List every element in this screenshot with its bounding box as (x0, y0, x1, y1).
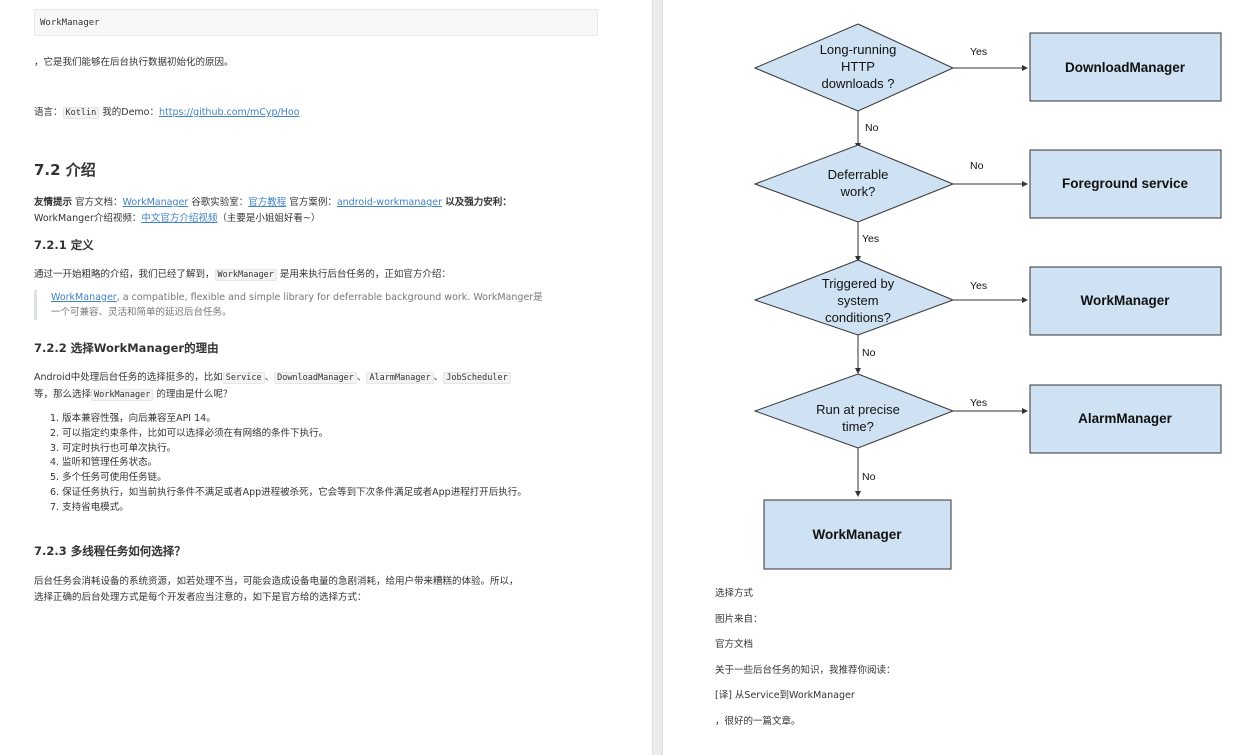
paragraph-init-reason: ，它是我们能够在后台执行数据初始化的原因。 (34, 57, 234, 68)
video-link[interactable]: 中文官方介绍视频 (141, 213, 218, 224)
edge-label-no-3: No (862, 347, 876, 359)
caption-image-source: 图片来自： (715, 614, 763, 625)
box-downloadmanager (1029, 32, 1222, 102)
edge-label-yes-1: Yes (970, 46, 987, 58)
b1-label: DownloadManager (1065, 60, 1186, 75)
language-label: 语言： (34, 107, 63, 118)
d1-line-1: Long-running (820, 42, 897, 57)
lab-link[interactable]: 官方教程 (248, 197, 287, 208)
definition-code: WorkManager (214, 269, 277, 281)
box-foreground-service (1029, 149, 1222, 219)
video-label: WorkManger介绍视频： (34, 213, 142, 224)
code-downloadmanager: DownloadManager (274, 372, 357, 384)
decision-diamond-precise-time (753, 373, 955, 449)
decision-diamond-deferrable (753, 144, 955, 223)
code-block: WorkManager (34, 9, 598, 36)
flowchart-diagram: Long-running HTTP downloads ? Deferrable… (753, 23, 1222, 570)
left-page: WorkManager ，它是我们能够在后台执行数据初始化的原因。 语言：Kot… (34, 9, 598, 603)
b3-label: WorkManager (1080, 293, 1170, 308)
code-alarmmanager: AlarmManager (366, 372, 434, 384)
definition-text-a: 通过一开始粗略的介绍，我们已经了解到， (34, 269, 215, 280)
demo-link[interactable]: https://github.com/mCyp/Hoo (158, 107, 300, 118)
caption-choice-method: 选择方式 (715, 588, 754, 599)
doc-link[interactable]: WorkManager (122, 197, 189, 208)
d3-line-3: conditions? (825, 310, 891, 325)
decision-diamond-long-running (753, 23, 955, 112)
quote-link[interactable]: WorkManager (51, 292, 117, 303)
b2-label: Foreground service (1062, 176, 1189, 191)
list-item: 6. 保证任务执行，如当前执行条件不满足或者App进程被杀死，它会等到下次条件满… (50, 486, 527, 498)
box-workmanager-final (763, 499, 952, 570)
definition-paragraph: 通过一开始粗略的介绍，我们已经了解到，WorkManager 是用来执行后台任务… (34, 266, 451, 281)
edge-label-yes-2: Yes (862, 233, 879, 245)
blockquote: WorkManager, a compatible, flexible and … (34, 290, 594, 320)
reason-sep-3: 、 (433, 372, 444, 383)
code-workmanager: WorkManager (91, 389, 154, 401)
box-alarmmanager (1029, 384, 1222, 454)
list-item: 7. 支持省电模式。 (50, 501, 129, 513)
reason-text-a: Android中处理后台任务的选择挺多的，比如 (34, 372, 223, 383)
d2-line-1: Deferrable (828, 167, 889, 182)
d3-line-1: Triggered by (822, 276, 895, 291)
d3-line-2: system (837, 293, 878, 308)
list-item: 5. 多个任务可使用任务链。 (50, 472, 167, 484)
reason-sep-1: 、 (264, 372, 275, 383)
code-jobscheduler: JobScheduler (443, 372, 511, 384)
definition-text-b: 是用来执行后台任务的，正如官方介绍： (276, 269, 451, 280)
box-workmanager (1029, 266, 1222, 336)
caption-article-title: [译] 从Service到WorkManager (715, 690, 855, 701)
tips-line-2: WorkManger介绍视频：中文官方介绍视频（主要是小姐姐好看~） (34, 210, 320, 224)
tips-label: 友情提示 (34, 197, 73, 208)
case-label: 官方案例： (286, 197, 337, 208)
language-code: Kotlin (62, 107, 100, 119)
section-heading-7-2-1: 7.2.1 定义 (34, 238, 94, 252)
edge-label-yes-3: Yes (970, 280, 987, 292)
caption-good-article: ，很好的一篇文章。 (715, 716, 801, 727)
section-heading-7-2-3: 7.2.3 多线程任务如何选择？ (34, 544, 186, 558)
d1-line-2: HTTP (841, 59, 875, 74)
d4-line-1: Run at precise (816, 402, 900, 417)
right-page: Long-running HTTP downloads ? Deferrable… (663, 0, 1255, 755)
edge-label-no-2: No (970, 160, 984, 172)
caption-recommend: 关于一些后台任务的知识，我推荐你阅读： (715, 665, 896, 676)
quote-line-1: WorkManager, a compatible, flexible and … (51, 290, 594, 305)
multi-paragraph-line-1: 后台任务会消耗设备的系统资源，如若处理不当，可能会造成设备电量的急剧消耗，给用户… (34, 576, 519, 587)
d1-line-3: downloads ? (822, 76, 895, 91)
recommend-label: 以及强力安利： (442, 197, 512, 208)
list-item: 2. 可以指定约束条件，比如可以选择必须在有网络的条件下执行。 (50, 427, 329, 439)
code-service: Service (222, 372, 265, 384)
demo-label: 我的Demo： (99, 107, 159, 118)
edge-label-no-4: No (862, 471, 876, 483)
quote-text: , a compatible, flexible and simple libr… (116, 292, 543, 303)
quote-line-2: 一个可兼容、灵活和简单的延迟后台任务。 (51, 307, 232, 318)
d2-line-2: work? (840, 184, 876, 199)
page-gutter (652, 0, 663, 755)
video-tail: （主要是小姐姐好看~） (217, 213, 321, 224)
edge-label-yes-4: Yes (970, 397, 987, 409)
section-heading-7-2-2: 7.2.2 选择WorkManager的理由 (34, 341, 219, 355)
reason-sep-2: 、 (356, 372, 367, 383)
d4-line-2: time? (842, 419, 874, 434)
list-item: 4. 监听和管理任务状态。 (50, 457, 158, 469)
language-line: 语言：Kotlin 我的Demo：https://github.com/mCyp… (34, 104, 300, 119)
decision-diamond-triggered (753, 259, 955, 336)
b5-label: WorkManager (812, 527, 902, 542)
reasons-list: 1. 版本兼容性强，向后兼容至API 14。 2. 可以指定约束条件，比如可以选… (50, 412, 527, 516)
multi-paragraph-line-2: 选择正确的后台处理方式是每个开发者应当注意的，如下是官方给的选择方式： (34, 592, 367, 603)
tips-line-1: 友情提示 官方文档：WorkManager 谷歌实验室：官方教程 官方案例：an… (34, 194, 512, 208)
list-item: 3. 可定时执行也可单次执行。 (50, 442, 177, 454)
doc-label: 官方文档： (72, 197, 123, 208)
list-item: 1. 版本兼容性强，向后兼容至API 14。 (50, 413, 216, 424)
b4-label: AlarmManager (1078, 411, 1173, 426)
reason-text-c: 的理由是什么呢？ (153, 389, 233, 400)
case-link[interactable]: android-workmanager (336, 197, 442, 208)
reason-text-b: 等，那么选择 (34, 389, 92, 400)
edge-label-no-1: No (865, 122, 879, 134)
caption-official-doc: 官方文档 (715, 639, 754, 650)
lab-label: 谷歌实验室： (188, 197, 249, 208)
section-heading-7-2: 7.2 介绍 (34, 161, 96, 179)
